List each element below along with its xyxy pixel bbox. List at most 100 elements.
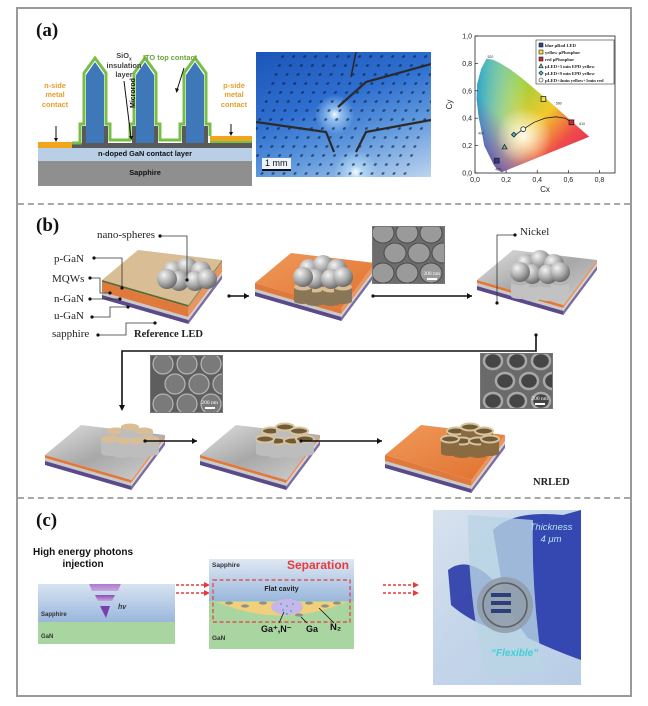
- pillar-base: [441, 450, 459, 456]
- pillar-base: [511, 293, 529, 299]
- nanoring-pillars: [440, 422, 500, 458]
- leader-dot: [92, 256, 96, 260]
- leader-dot: [90, 315, 94, 319]
- slab-layer-side: [341, 272, 375, 321]
- leader-dot: [88, 297, 92, 301]
- panel-label-a: (a): [36, 20, 59, 41]
- pillar-base: [481, 450, 499, 456]
- leader-sapphire: [98, 322, 155, 336]
- nickel-ring-pillars: [255, 422, 315, 458]
- leader-dot: [88, 276, 92, 280]
- process-arrows-1: [176, 582, 210, 596]
- legend-entry: red μPhosphor: [545, 57, 574, 62]
- slab-layer: [385, 464, 472, 493]
- scale-bar: 1 mm: [262, 158, 291, 171]
- label-nrled: NRLED: [533, 477, 570, 488]
- data-point-square: [493, 157, 500, 164]
- slab-layer: [200, 461, 287, 490]
- sem-pattern: [151, 356, 222, 412]
- leader-dot: [96, 333, 100, 337]
- x-axis-label: Cx: [540, 185, 550, 194]
- label-mqws: MQWs: [52, 273, 85, 285]
- pillar-top: [275, 422, 295, 432]
- nickel-filled-pillars: [101, 423, 159, 458]
- microrod-led-schematic: n-side metal contact p-side metal contac…: [38, 48, 253, 186]
- sem-image-nickel-filled: 200 nm: [150, 355, 223, 413]
- nrled-process-flow: [45, 233, 597, 493]
- pillar-base: [101, 450, 119, 456]
- wavelength-label: 610: [579, 122, 585, 126]
- slab-layer: [255, 292, 342, 321]
- n-side-contact-label: n-side metal contact: [41, 81, 69, 109]
- label-nano-spheres: nano-spheres: [97, 229, 156, 241]
- slab-layer: [385, 461, 472, 489]
- y-tick-label: 1,0: [462, 34, 472, 41]
- photon-injection-title: High energy photons injection: [33, 547, 133, 570]
- x-tick-label: 0,4: [532, 177, 542, 184]
- n-side-metal: [38, 142, 72, 148]
- leader-dot: [158, 234, 162, 238]
- flat-cavity-label: Flat cavity: [264, 586, 299, 593]
- label-n-gan: n-GaN: [54, 293, 84, 305]
- pillar-top: [480, 434, 500, 444]
- nano-sphere: [333, 267, 353, 287]
- pillar-top: [440, 434, 460, 444]
- laser-separation-diagram: Sapphire Separation Flat cavity GaN Ga⁺,…: [209, 558, 354, 649]
- sapphire-label: Sapphire: [129, 168, 161, 177]
- y-tick-label: 0,2: [462, 143, 472, 150]
- wavelength-label: 580: [556, 102, 562, 106]
- arrow-step-2-head: [467, 293, 472, 299]
- legend-marker: [538, 56, 544, 62]
- label-u-gan: u-GaN: [54, 310, 84, 322]
- y-tick-label: 0,4: [462, 116, 472, 123]
- pillar-body: [334, 287, 352, 301]
- pillar-base: [256, 450, 274, 456]
- pillar-top: [121, 423, 139, 431]
- ga-label: Ga: [306, 624, 319, 634]
- microrod-led-photo: 1 mm: [256, 52, 431, 177]
- p-side-metal: [210, 136, 252, 141]
- slab-layer: [102, 295, 189, 324]
- slab-layer-side: [188, 275, 222, 324]
- legend-entry: μLED+3 min EPD yellow: [545, 64, 595, 69]
- leader-dot: [108, 291, 112, 295]
- leader-dot: [185, 278, 189, 282]
- leader-dot: [371, 294, 375, 298]
- pillar-body: [511, 282, 529, 296]
- leader-p-gan: [94, 257, 123, 288]
- leader-dot: [120, 286, 124, 290]
- gan-region: [38, 622, 175, 644]
- y-tick-label: 0,6: [462, 88, 472, 95]
- leader-mqws: [90, 277, 110, 294]
- pillar-top: [135, 427, 153, 435]
- pillar-body: [551, 282, 569, 296]
- legend-box: [535, 39, 615, 85]
- leader-nano-spheres: [160, 235, 188, 280]
- x-tick-label: 0,8: [595, 177, 605, 184]
- legend-marker: [538, 63, 544, 69]
- microrod-1: [86, 62, 104, 143]
- pillar-top: [107, 427, 125, 435]
- leader-dot: [118, 297, 122, 301]
- y-axis-label: Cy: [445, 100, 454, 110]
- nano-spheres-etched: [293, 255, 353, 289]
- pillar-top: [460, 422, 480, 432]
- legend-entry: yellow μPhosphor: [545, 50, 580, 55]
- sem-pattern: [373, 227, 444, 283]
- leader-dot: [513, 233, 517, 237]
- leader-dot: [227, 294, 231, 298]
- nano-sphere: [510, 262, 530, 282]
- flexible-film-photo: Thickness 4 μm “Flexible”: [433, 510, 581, 685]
- leader-dot: [495, 301, 499, 305]
- pillar-body: [294, 287, 312, 301]
- pillar-base: [141, 450, 159, 456]
- pillar-body: [101, 439, 119, 453]
- sem-image-nanospheres-etched: 200 nm: [372, 226, 445, 284]
- data-point-triangle: [501, 143, 508, 150]
- slab-layer: [385, 455, 472, 486]
- arrow-step-3: [121, 335, 537, 406]
- slab-layer: [45, 461, 132, 490]
- x-tick-label: 0,0: [470, 177, 480, 184]
- separation-label: Separation: [287, 558, 350, 572]
